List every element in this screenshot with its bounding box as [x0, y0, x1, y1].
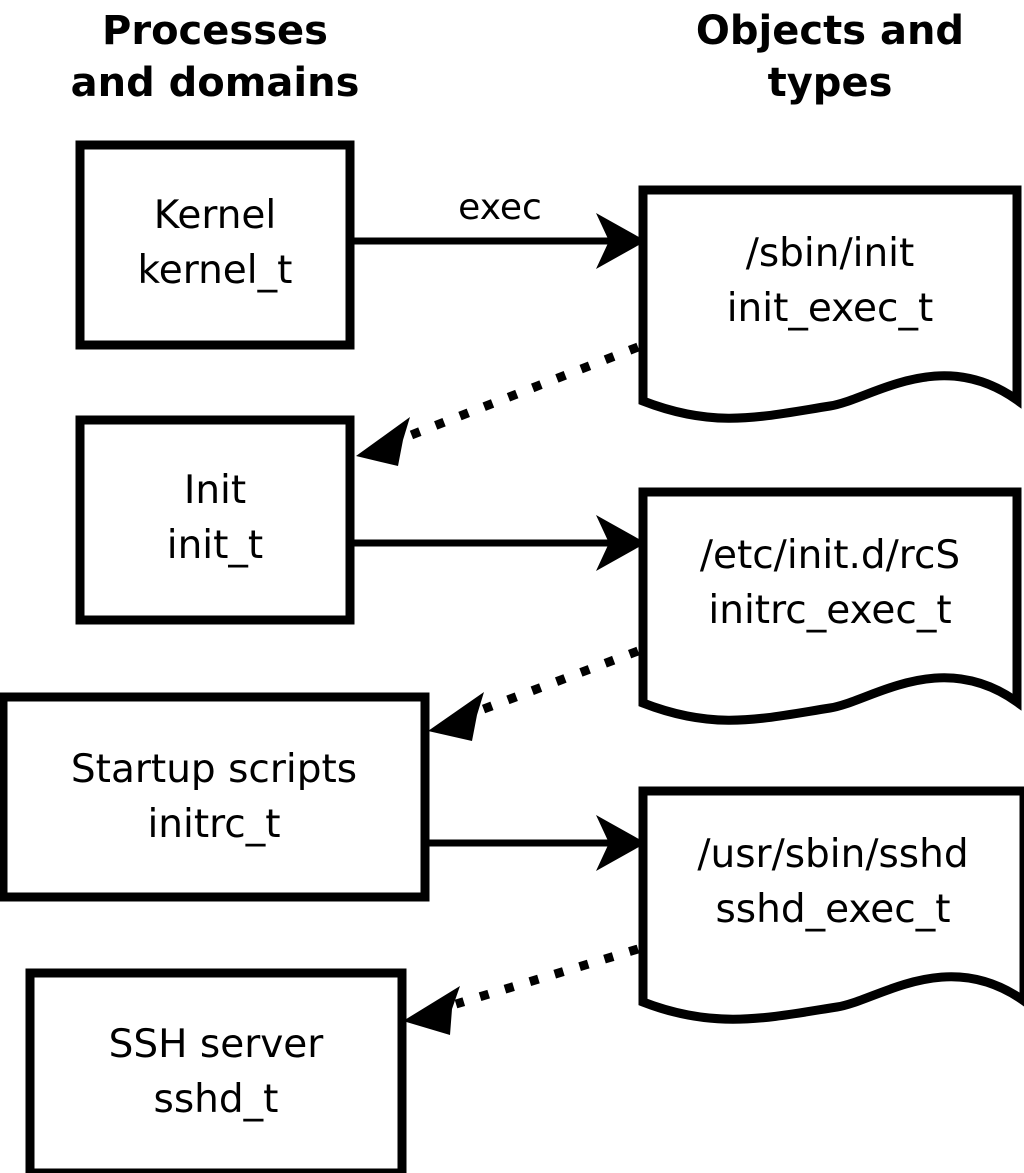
edge-sshdexec-to-sshd — [403, 944, 640, 1035]
process-node-kernel-border — [75, 140, 355, 350]
process-node-init-fill — [80, 420, 350, 620]
object-node-sbin-init-fill — [643, 190, 1017, 419]
object-node-sbin-init[interactable]: /sbin/init init_exec_t — [638, 185, 1022, 423]
edge-rcs-to-initrc-line — [479, 646, 640, 715]
edge-init-exec-rcs — [350, 515, 646, 571]
process-node-kernel-type: kernel_t — [138, 248, 293, 293]
process-node-ssh-server-type: sshd_t — [154, 1077, 279, 1122]
process-node-ssh-server-name: SSH server — [109, 1022, 325, 1067]
process-node-init-type: init_t — [167, 523, 263, 568]
process-node-startup-scripts-fill — [3, 697, 425, 897]
object-node-usr-sbin-sshd-border — [638, 786, 1024, 1024]
process-node-startup-scripts-name: Startup scripts — [71, 747, 357, 792]
process-node-ssh-server-border — [25, 968, 407, 1173]
object-node-etc-initd-rcs-border — [638, 487, 1022, 725]
edge-rcs-to-initrc-arrowhead — [428, 692, 484, 741]
edge-label-exec: exec — [458, 187, 542, 228]
edge-init-exec-rcs-arrowhead — [596, 515, 646, 571]
object-node-usr-sbin-sshd[interactable]: /usr/sbin/sshd sshd_exec_t — [638, 786, 1024, 1024]
process-node-kernel[interactable]: Kernel kernel_t — [75, 140, 355, 350]
edge-sshdexec-to-sshd-line — [454, 944, 640, 1009]
edge-rcs-to-initrc — [428, 646, 640, 741]
process-node-startup-scripts-type: initrc_t — [147, 802, 280, 847]
object-node-etc-initd-rcs-type: initrc_exec_t — [708, 588, 951, 633]
process-node-kernel-fill — [80, 145, 350, 345]
object-node-etc-initd-rcs[interactable]: /etc/init.d/rcS initrc_exec_t — [638, 487, 1022, 725]
object-node-usr-sbin-sshd-fill — [643, 791, 1024, 1020]
object-node-usr-sbin-sshd-type: sshd_exec_t — [715, 887, 950, 932]
object-node-usr-sbin-sshd-path: /usr/sbin/sshd — [697, 832, 968, 877]
process-node-startup-scripts-border — [0, 692, 430, 902]
process-node-init-border — [75, 415, 355, 625]
object-node-sbin-init-type: init_exec_t — [727, 286, 934, 331]
process-node-kernel-name: Kernel — [154, 193, 277, 238]
object-node-sbin-init-path: /sbin/init — [746, 231, 915, 276]
edge-initrc-exec-sshd — [425, 815, 646, 871]
column-title-processes-line1: Processes — [102, 8, 328, 54]
object-node-etc-initd-rcs-path: /etc/init.d/rcS — [700, 533, 960, 578]
process-node-ssh-server-fill — [30, 973, 402, 1173]
object-node-etc-initd-rcs-fill — [643, 492, 1017, 721]
process-node-startup-scripts[interactable]: Startup scripts initrc_t — [0, 692, 430, 902]
column-title-objects-line1: Objects and — [696, 8, 964, 54]
process-node-ssh-server[interactable]: SSH server sshd_t — [25, 968, 407, 1173]
column-title-objects: Objects and types — [696, 8, 964, 106]
edge-sshdexec-to-sshd-arrowhead — [403, 986, 460, 1035]
column-title-processes: Processes and domains — [71, 8, 360, 106]
column-title-processes-line2: and domains — [71, 60, 360, 106]
column-title-objects-line2: types — [768, 60, 893, 106]
edge-kernel-exec-init: exec — [350, 187, 646, 269]
process-node-init-name: Init — [184, 468, 246, 513]
edge-initexec-to-init — [356, 342, 640, 466]
edge-initexec-to-init-arrowhead — [356, 417, 410, 466]
edge-initexec-to-init-line — [404, 342, 640, 442]
object-node-sbin-init-border — [638, 185, 1022, 423]
process-node-init[interactable]: Init init_t — [75, 415, 355, 625]
edge-initrc-exec-sshd-arrowhead — [596, 815, 646, 871]
edge-kernel-exec-init-arrowhead — [596, 213, 646, 269]
